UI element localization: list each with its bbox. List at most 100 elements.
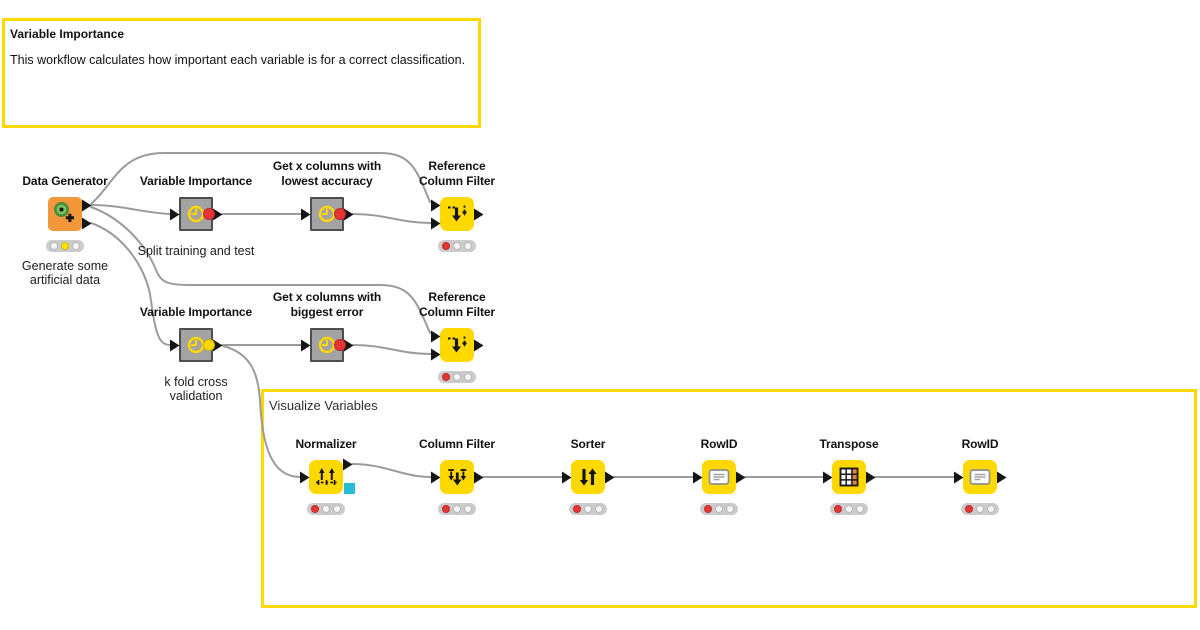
traffic-light-lamp [442, 505, 450, 513]
get-x-columns-lowest-accuracy-input-port-0[interactable] [300, 208, 311, 221]
transpose-output-port-0[interactable] [865, 471, 876, 484]
rowid-2-output-port-0[interactable] [996, 471, 1007, 484]
reference-column-filter-top-output-port-0[interactable] [473, 208, 484, 221]
traffic-light-lamp [442, 242, 450, 250]
traffic-light-lamp [322, 505, 330, 513]
data-generator-comment: Generate some artificial data [21, 259, 109, 287]
reference-column-filter-icon [448, 205, 468, 222]
sorter-input-port-0[interactable] [561, 471, 572, 484]
edge-normalizer-to-column-filter[interactable] [351, 463, 432, 478]
traffic-light-lamp [965, 505, 973, 513]
traffic-light-lamp [987, 505, 995, 513]
rowid-1-traffic-light [700, 503, 738, 515]
traffic-light-lamp [834, 505, 842, 513]
traffic-light-lamp [464, 373, 472, 381]
transpose-icon [839, 467, 859, 487]
data-generator-label: Data Generator [22, 174, 108, 188]
data-generator-output-port-0[interactable] [81, 199, 92, 212]
node-reference-column-filter-top[interactable] [440, 197, 474, 231]
normalizer-input-port-0[interactable] [299, 471, 310, 484]
data-generator-output-port-1[interactable] [81, 217, 92, 230]
traffic-light-lamp [72, 242, 80, 250]
column-filter-icon [448, 469, 467, 486]
node-transpose[interactable] [832, 460, 866, 494]
visualize-variables-note[interactable]: Visualize Variables [261, 389, 1197, 608]
variable-importance-kfold-output-port-0[interactable] [212, 339, 223, 352]
reference-column-filter-top-label: Reference Column Filter [418, 159, 496, 188]
traffic-light-lamp [976, 505, 984, 513]
normalizer-icon [316, 468, 337, 485]
rowid-1-output-port-0[interactable] [735, 471, 746, 484]
node-normalizer[interactable] [309, 460, 343, 494]
node-column-filter[interactable] [440, 460, 474, 494]
rowid-2-label: RowID [961, 437, 999, 451]
get-x-columns-biggest-error-state-dot-red [334, 339, 346, 351]
reference-column-filter-top-input-port-1[interactable] [430, 217, 441, 230]
edge-get-x-lowest-to-reffilter-top[interactable] [352, 213, 432, 224]
traffic-light-lamp [726, 505, 734, 513]
rowid-1-label: RowID [700, 437, 738, 451]
edge-datagen-to-reffilter-top[interactable] [90, 152, 431, 205]
sorter-traffic-light [569, 503, 607, 515]
edge-datagen-to-reffilter-bottom[interactable] [90, 206, 431, 334]
reference-column-filter-top-input-port-0[interactable] [430, 199, 441, 212]
transpose-label: Transpose [819, 437, 879, 451]
visualize-variables-note-title: Visualize Variables [269, 398, 378, 413]
reference-column-filter-bottom-input-port-0[interactable] [430, 330, 441, 343]
variable-importance-kfold-input-port-0[interactable] [169, 339, 180, 352]
traffic-light-lamp [584, 505, 592, 513]
traffic-light-lamp [464, 505, 472, 513]
traffic-light-lamp [704, 505, 712, 513]
variable-importance-split-output-port-0[interactable] [212, 208, 223, 221]
traffic-light-lamp [715, 505, 723, 513]
traffic-light-lamp [311, 505, 319, 513]
node-sorter[interactable] [571, 460, 605, 494]
reference-column-filter-bottom-input-port-1[interactable] [430, 348, 441, 361]
sorter-icon [579, 468, 597, 486]
node-rowid-1[interactable] [702, 460, 736, 494]
traffic-light-lamp [845, 505, 853, 513]
column-filter-output-port-0[interactable] [473, 471, 484, 484]
normalizer-traffic-light [307, 503, 345, 515]
sorter-output-port-0[interactable] [604, 471, 615, 484]
normalizer-output-port-0[interactable] [342, 458, 353, 471]
get-x-columns-biggest-error-input-port-0[interactable] [300, 339, 311, 352]
column-filter-label: Column Filter [418, 437, 496, 451]
get-x-columns-biggest-error-output-port-0[interactable] [343, 339, 354, 352]
edge-datagen-to-variable-importance-kfold[interactable] [90, 222, 171, 346]
reference-column-filter-bottom-output-port-0[interactable] [473, 339, 484, 352]
reference-column-filter-bottom-label: Reference Column Filter [418, 290, 496, 319]
traffic-light-lamp [453, 373, 461, 381]
get-x-columns-lowest-accuracy-state-dot-red [334, 208, 346, 220]
data-generator-traffic-light [46, 240, 84, 252]
rowid-icon [708, 469, 730, 485]
node-reference-column-filter-bottom[interactable] [440, 328, 474, 362]
variable-importance-split-input-port-0[interactable] [169, 208, 180, 221]
column-filter-traffic-light [438, 503, 476, 515]
traffic-light-lamp [61, 242, 69, 250]
normalizer-model-output-port[interactable] [344, 483, 355, 494]
edge-variable-importance-kfold-to-normalizer[interactable] [222, 345, 301, 478]
transpose-input-port-0[interactable] [822, 471, 833, 484]
sorter-label: Sorter [570, 437, 606, 451]
node-rowid-2[interactable] [963, 460, 997, 494]
get-x-columns-lowest-accuracy-output-port-0[interactable] [343, 208, 354, 221]
traffic-light-lamp [442, 373, 450, 381]
get-x-columns-biggest-error-label: Get x columns with biggest error [272, 290, 382, 319]
column-filter-input-port-0[interactable] [430, 471, 441, 484]
traffic-light-lamp [453, 505, 461, 513]
variable-importance-note-title: Variable Importance [10, 27, 125, 41]
rowid-icon [969, 469, 991, 485]
reference-column-filter-icon [448, 336, 468, 353]
normalizer-label: Normalizer [295, 437, 357, 451]
rowid-1-input-port-0[interactable] [692, 471, 703, 484]
edge-datagen-to-variable-importance-split[interactable] [90, 204, 171, 215]
traffic-light-lamp [453, 242, 461, 250]
rowid-2-input-port-0[interactable] [953, 471, 964, 484]
rowid-2-traffic-light [961, 503, 999, 515]
traffic-light-lamp [464, 242, 472, 250]
edge-get-x-biggest-to-reffilter-bottom[interactable] [352, 344, 432, 355]
node-data-generator[interactable] [48, 197, 82, 231]
